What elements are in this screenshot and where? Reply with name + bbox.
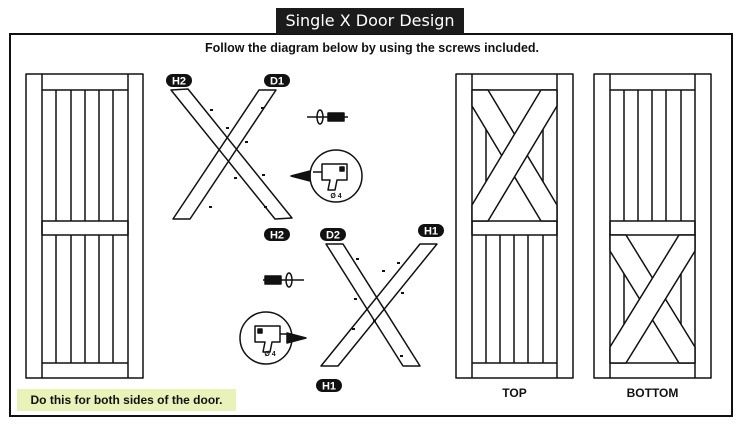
caption-bottom: BOTTOM [626,386,679,400]
label-h2-bottom-text: H2 [270,230,284,242]
drill-size-top: Ø 4 [330,193,341,200]
label-h1-top: H1 [418,224,444,238]
caption-top: TOP [502,386,527,400]
label-d1-text: D1 [270,76,284,88]
plain-door-frame [25,73,144,379]
drill-top-icon [290,149,363,203]
label-d2-text: D2 [326,230,340,242]
diagram-frame [9,33,733,417]
drill-size-bottom: Ø 4 [264,351,275,358]
bottom-brace-door [593,73,712,379]
both-sides-note: Do this for both sides of the door. [17,389,236,411]
label-h1-bottom-text: H1 [322,381,336,393]
label-h1-bottom: H1 [316,379,342,393]
drill-bottom-icon [239,311,307,365]
screwdriver-bottom-icon [263,272,304,288]
instruction-text: Follow the diagram below by using the sc… [204,41,540,55]
top-brace-door [455,73,574,379]
label-h2-top-text: H2 [172,76,186,88]
screwdriver-top-icon [307,109,348,125]
label-h1-top-text: H1 [424,226,438,238]
label-h2-top: H2 [166,74,192,88]
diagram-title: Single X Door Design [276,8,464,34]
label-d1: D1 [264,74,290,88]
bottom-x-brace [320,243,438,367]
label-d2: D2 [320,228,346,242]
screw-marks [209,107,404,357]
label-h2-bottom: H2 [264,228,290,242]
top-x-brace [170,88,293,220]
